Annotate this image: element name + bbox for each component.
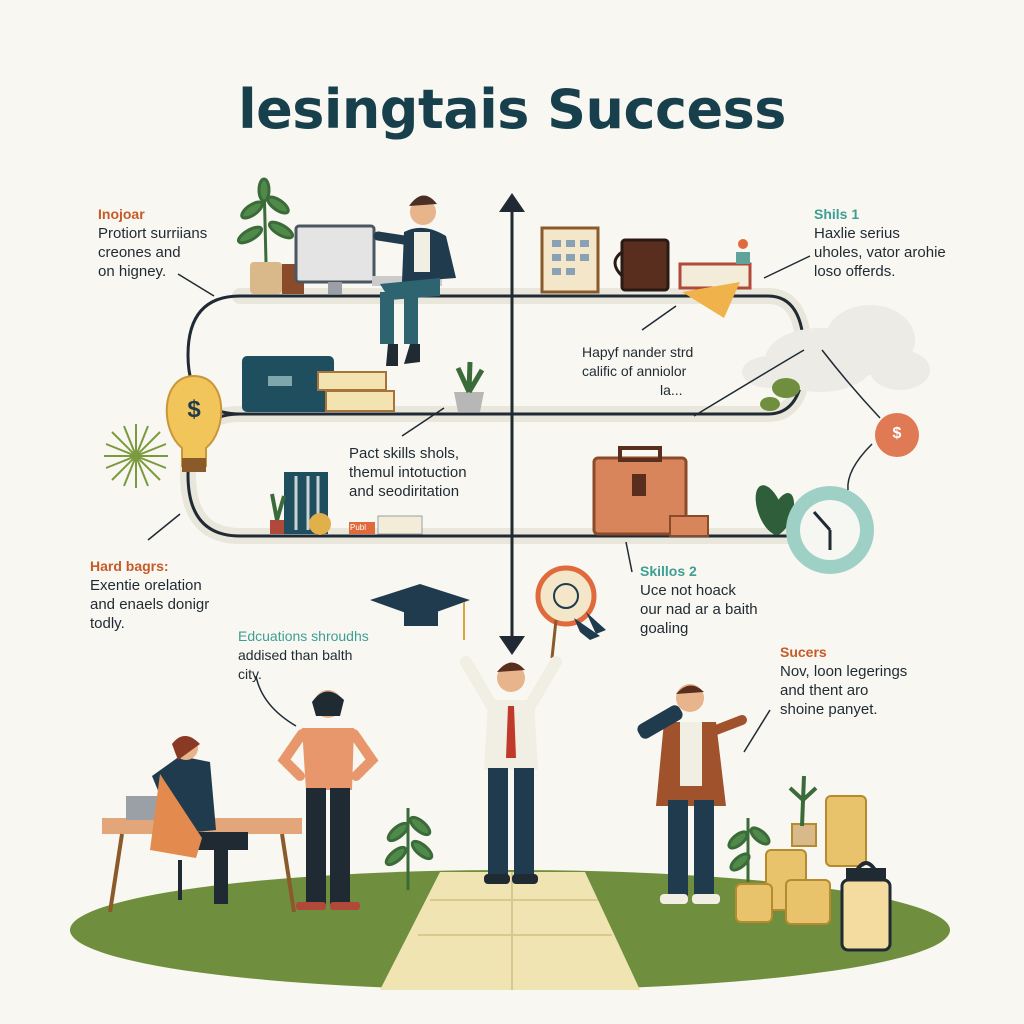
award-ribbon-icon: [535, 565, 606, 659]
callout-line: Haxlie serius: [814, 225, 900, 242]
callout-left: Hard bagrs: Exentie orelation and enaels…: [90, 557, 209, 633]
desk-chair: [150, 774, 202, 858]
callout-line: Nov, loon legerings: [780, 663, 908, 680]
telescope: [637, 705, 683, 739]
plant-on-coins: [788, 775, 818, 827]
callout-line: la...: [660, 382, 683, 398]
callout-heading: Skillos 2: [640, 563, 697, 579]
paper-plane: [682, 282, 740, 318]
callout-line: and thent aro: [780, 682, 869, 699]
dollar-coin-symbol: $: [892, 425, 902, 442]
callout-heading: Shils 1: [814, 206, 860, 222]
callout-line: Protiort surriians: [98, 225, 208, 242]
callout-heading: Hard bagrs:: [90, 558, 169, 574]
callout-center: Pact skills shols, themul intotuction an…: [349, 444, 467, 501]
ground: [70, 870, 950, 990]
callout-sucers: Sucers Nov, loon legerings and thent aro…: [780, 643, 907, 719]
callout-line: uholes, vator arohie: [814, 244, 946, 261]
person-at-desk: [102, 736, 302, 913]
callout-line: calific of anniolor: [582, 363, 687, 379]
callout-heading: Sucers: [780, 644, 827, 660]
dollar-bulb-symbol: $: [187, 396, 201, 423]
ground-plants: [384, 808, 771, 890]
middle-shelf: [242, 356, 800, 412]
callout-line: shoine panyet.: [780, 701, 878, 718]
callout-line: and seodiritation: [349, 483, 460, 500]
person-center: [460, 656, 562, 884]
cloud: [742, 305, 930, 392]
person-standing-left: [277, 690, 379, 910]
top-shelf: [236, 177, 752, 366]
left-decor: [104, 374, 223, 488]
callout-line: and enaels donigr: [90, 596, 210, 613]
callout-top-right: Shils 1 Haxlie serius uholes, vator aroh…: [814, 205, 946, 281]
callout-line: Hapyf nander strd: [582, 344, 694, 360]
dollar-coin-icon: [875, 413, 919, 457]
book-stack-top: [678, 262, 752, 290]
callout-line: Exentie orelation: [90, 577, 202, 594]
graduation-cap-icon: [370, 584, 470, 640]
callout-line: creones and: [98, 244, 181, 261]
bush-right: [760, 378, 800, 411]
coin-jar: [840, 861, 892, 952]
callout-line: themul intotuction: [349, 464, 467, 481]
callout-line: loso offerds.: [814, 263, 896, 280]
coffee-mug: [620, 238, 670, 292]
coin-stacks: [735, 795, 867, 925]
desktop-monitor: [294, 224, 376, 284]
book-label: Publ: [350, 523, 367, 532]
fern-plant: [236, 177, 295, 263]
callout-top-left: Inojoar Protiort surriians creones and o…: [98, 205, 207, 281]
spiky-plant: [104, 424, 168, 488]
callout-line: our nad ar a baith: [640, 601, 758, 618]
vertical-arrow: [499, 193, 525, 655]
callout-line: goaling: [640, 620, 689, 637]
callout-line: Pact skills shols,: [349, 445, 460, 462]
callout-pointers: [147, 255, 881, 753]
callout-line: Edcuations shroudhs: [238, 628, 369, 644]
callout-skills-2: Skillos 2 Uce not hoack our nad ar a bai…: [640, 562, 758, 638]
callout-mid-right: Hapyf nander strd calific of anniolor la…: [582, 343, 693, 400]
callout-line: city.: [238, 666, 262, 682]
callout-heading: Inojoar: [98, 206, 145, 222]
callout-line: Uce not hoack: [640, 582, 736, 599]
path-road: [380, 872, 640, 990]
person-right: [637, 684, 747, 904]
person-top: [372, 195, 456, 366]
callout-education: Edcuations shroudhs addised than balth c…: [238, 627, 369, 684]
page-title: lesingtais Success: [238, 78, 786, 141]
callout-line: todly.: [90, 615, 125, 632]
callout-line: on higney.: [98, 263, 167, 280]
callout-line: addised than balth: [238, 647, 353, 663]
lower-shelf: [270, 446, 874, 574]
plant-pot: [250, 262, 282, 294]
